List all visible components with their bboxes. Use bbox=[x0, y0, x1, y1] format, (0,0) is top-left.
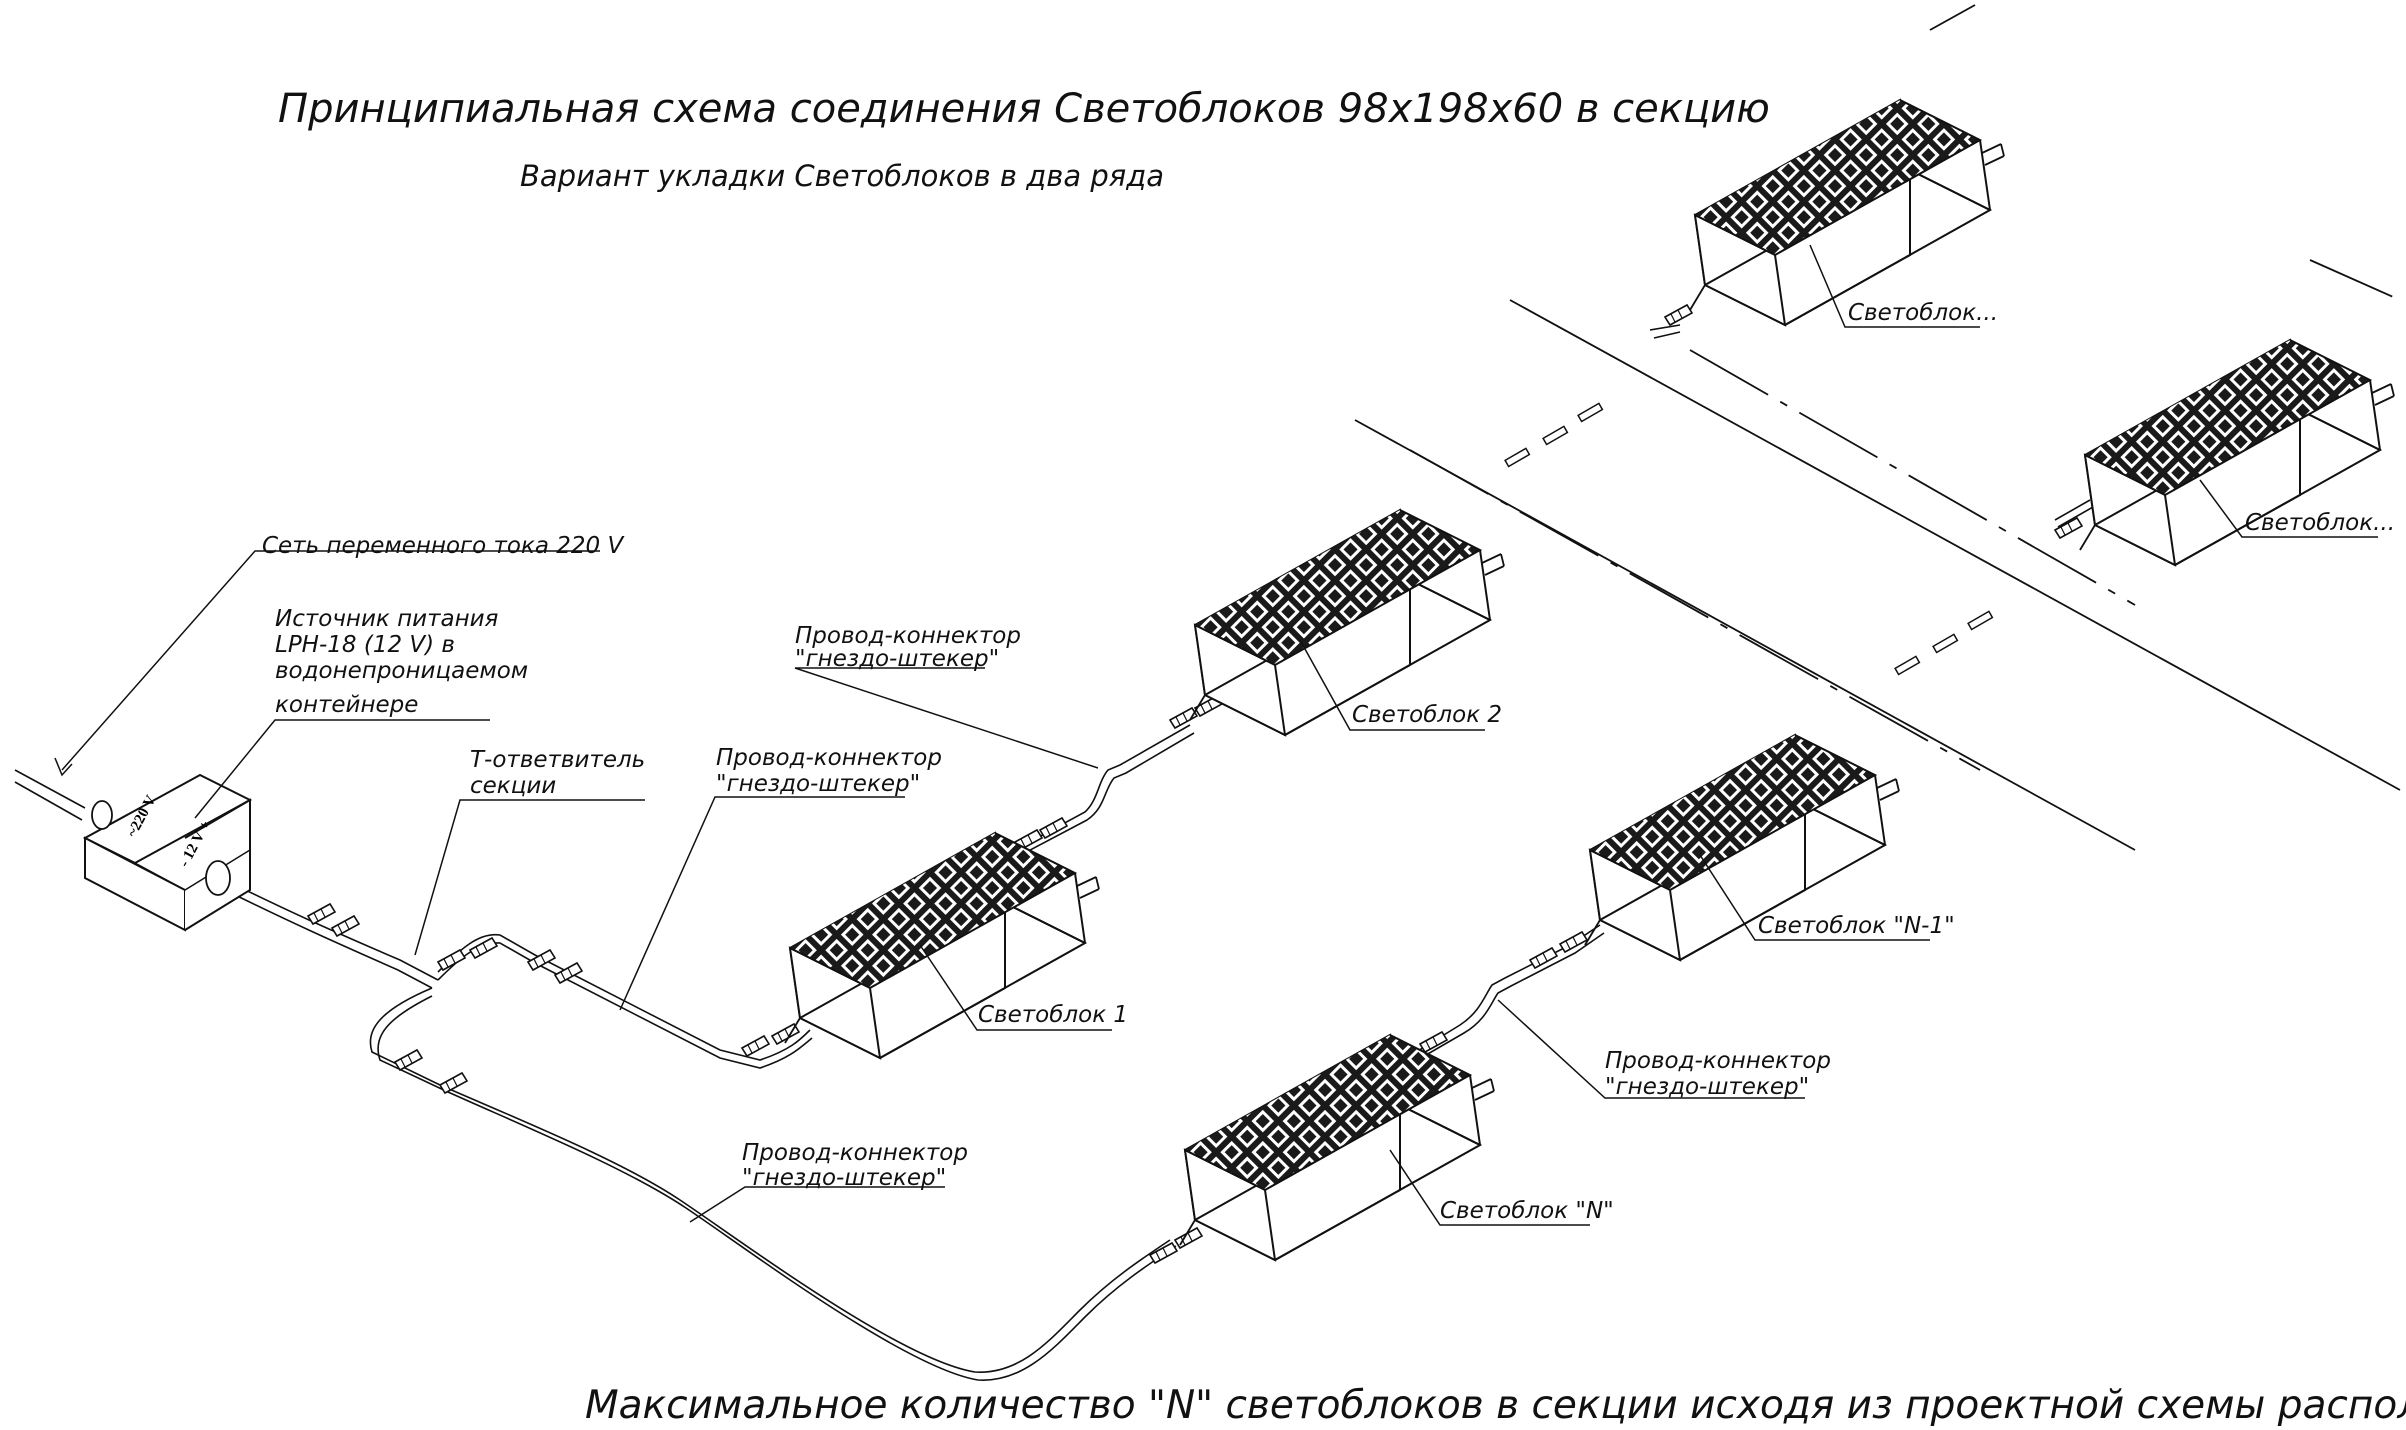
supply-output-cable bbox=[224, 889, 433, 989]
wire-to-block-2 bbox=[1014, 732, 1195, 859]
supply-leader bbox=[194, 719, 490, 819]
supply-label-line-3: водонепроницаемом bbox=[275, 658, 528, 684]
continuation-dashes bbox=[1504, 402, 1994, 676]
wire-to-block-2 bbox=[1014, 724, 1191, 851]
wire-2-label-line-1: Провод-коннектор bbox=[795, 623, 1021, 649]
light-blocks bbox=[784, 99, 2395, 1261]
separator-line bbox=[1509, 299, 2401, 791]
block-2-leader bbox=[1299, 639, 1485, 731]
mains-leader bbox=[61, 550, 600, 771]
wire-to-block-n bbox=[369, 987, 1171, 1373]
diagram-subtitle: Вариант укладки Светоблоков в два ряда bbox=[520, 159, 1164, 193]
block-more-top-leader bbox=[1809, 244, 1980, 328]
wire-n-1-leader bbox=[1497, 999, 1805, 1099]
axis-line bbox=[1409, 449, 1981, 771]
supply-label-line-4: контейнере bbox=[275, 692, 418, 718]
axis-line bbox=[1689, 349, 2136, 606]
footer-note: Максимальное количество "N" светоблоков … bbox=[585, 1383, 2406, 1428]
wire-n-1-label-line-1: Провод-коннектор bbox=[1605, 1048, 1831, 1074]
block-n-leader bbox=[1389, 1149, 1590, 1226]
power-supply-box: ~220 V - 12 V + bbox=[82, 773, 253, 932]
mains-label: Сеть переменного тока 220 V bbox=[262, 533, 626, 559]
annotation-labels: Сеть переменного тока 220 V Источник пит… bbox=[262, 300, 2395, 1224]
wire-n-label-line-1: Провод-коннектор bbox=[742, 1140, 968, 1166]
block-more-right-label: Светоблок... bbox=[2245, 510, 2395, 536]
diagram-title: Принципиальная схема соединения Светобло… bbox=[278, 86, 1770, 132]
wire-stub bbox=[1649, 324, 1681, 339]
supply-output-cable bbox=[224, 879, 439, 981]
block-1-label: Светоблок 1 bbox=[978, 1002, 1128, 1028]
leader-lines bbox=[54, 244, 2378, 1226]
wire-2-leader bbox=[794, 667, 1099, 769]
wire-n-leader bbox=[689, 1186, 945, 1223]
wire-stub bbox=[2054, 499, 2094, 528]
mains-cable bbox=[14, 769, 86, 809]
block-more-right-leader bbox=[2199, 479, 2378, 538]
wire-1-label-line-2: "гнездо-штекер" bbox=[716, 771, 920, 797]
splitter-label-line-2: секции bbox=[470, 773, 556, 799]
block-n-1-label: Светоблок "N-1" bbox=[1758, 913, 1955, 939]
light-block-n bbox=[1179, 1034, 1495, 1261]
axis-line bbox=[2309, 259, 2401, 301]
wire-to-block-n-1 bbox=[1394, 924, 1601, 1066]
wire-1-label-line-1: Провод-коннектор bbox=[716, 745, 942, 771]
axis-line bbox=[1929, 4, 1976, 31]
wire-1-leader bbox=[619, 796, 905, 1011]
mains-arrow bbox=[54, 757, 73, 777]
splitter-label-line-1: Т-ответвитель bbox=[470, 747, 645, 773]
block-more-top-label: Светоблок... bbox=[1848, 300, 1998, 326]
wire-n-label-line-2: "гнездо-штекер" bbox=[742, 1165, 946, 1191]
wire-to-block-n-1 bbox=[1394, 932, 1605, 1074]
wire-2-label-line-2: "гнездо-штекер" bbox=[795, 646, 999, 672]
block-2-label: Светоблок 2 bbox=[1352, 702, 1502, 728]
block-1-leader bbox=[919, 944, 1112, 1031]
light-block-more-top bbox=[1689, 99, 2005, 326]
row-separator-lines bbox=[1354, 4, 2401, 851]
wire-n-1-label-line-2: "гнездо-штекер" bbox=[1605, 1074, 1809, 1100]
splitter-leader bbox=[414, 799, 645, 956]
supply-label-line-1: Источник питания bbox=[275, 606, 499, 632]
block-n-1-leader bbox=[1699, 854, 1930, 941]
mains-cable bbox=[14, 781, 83, 821]
supply-label-line-2: LPH-18 (12 V) в bbox=[275, 632, 455, 658]
block-n-label: Светоблок "N" bbox=[1440, 1198, 1614, 1224]
